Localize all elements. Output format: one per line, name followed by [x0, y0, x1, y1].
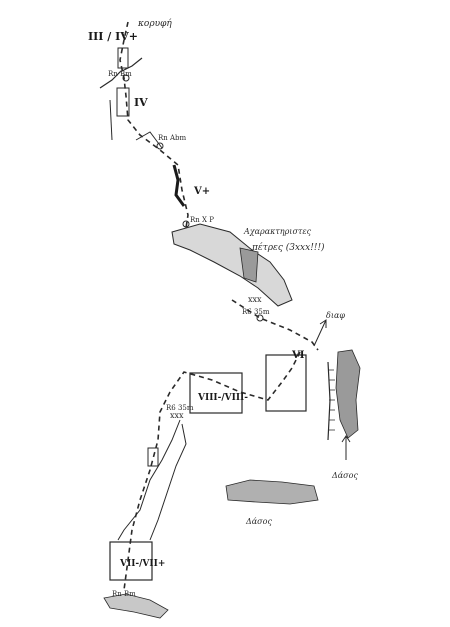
forest-label: Δάσος [245, 517, 272, 526]
cliff-edge-1 [109, 99, 113, 141]
summit-ridge [99, 57, 143, 89]
start-label: διαφ [326, 311, 345, 320]
pitch-box-summit [117, 47, 129, 69]
right-wall-ticks [328, 369, 335, 431]
loose-rock-shade [239, 247, 259, 283]
lower-gully-right [149, 423, 187, 541]
pitch-box-vi [265, 354, 307, 412]
grade-vii: VII-/VII+ [119, 559, 165, 569]
belay-marker [122, 74, 130, 82]
anchor-label-3: Rn X P [190, 216, 214, 224]
xxx-label-1: xxx [248, 295, 262, 304]
arrow-start [313, 319, 327, 347]
route-line [119, 21, 319, 351]
grade-top: III / IV+ [88, 30, 138, 43]
lower-gully-left [117, 419, 181, 541]
summit-label: κορυφή [137, 18, 172, 29]
anchor-label-6: Rn Bm [112, 590, 136, 598]
pitch-box-viii [189, 372, 243, 414]
xxx-label-2: xxx [170, 411, 184, 420]
crack-feature [172, 164, 186, 207]
belay-marker [156, 142, 164, 150]
valley-label: Δάσος [331, 471, 358, 480]
anchor-label-1: Rn Bm [108, 70, 132, 78]
pitch-box-lower [147, 447, 159, 467]
anchor-label-2: Rn Abm [158, 134, 187, 142]
loose-rock-band [171, 223, 293, 307]
pitch-box-vii [109, 541, 153, 581]
grade-iv: IV [134, 96, 148, 109]
loose-rock-label: Αχαρακτηριστες [243, 227, 312, 236]
loose-rock-label-2: πέτρες (3xxx!!!) [251, 242, 325, 253]
forest-bottom [225, 479, 319, 505]
belay-marker [182, 220, 190, 228]
grade-viii: VIII-/VIII- [197, 393, 248, 403]
route-line-lower [123, 351, 301, 591]
anchor-label-5: R6 35m [166, 404, 194, 412]
forest-right [335, 349, 361, 439]
arrow-up [341, 435, 351, 460]
cliff-edge-2 [135, 131, 163, 149]
grade-v: V+ [193, 186, 210, 197]
belay-marker [256, 314, 264, 322]
right-wall [327, 361, 331, 441]
base-rock [103, 593, 169, 619]
grade-vi: VI [291, 350, 305, 361]
pitch-box-iv [116, 87, 130, 117]
anchor-label-4: R6 35m [242, 308, 270, 316]
